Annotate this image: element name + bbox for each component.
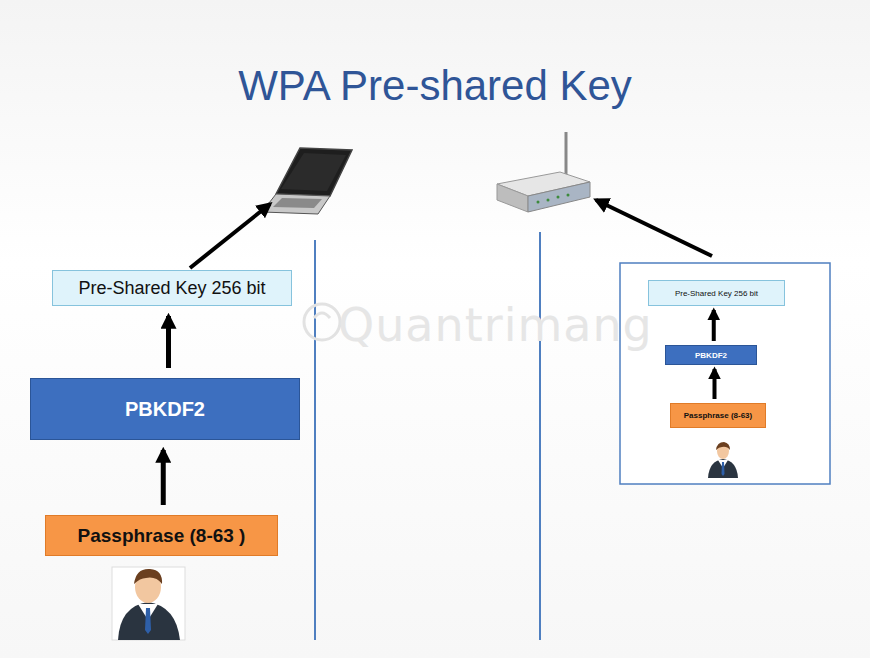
box-text: Passphrase (8-63 ) <box>78 525 246 547</box>
watermark-logo <box>304 304 340 340</box>
box-text: Passphrase (8-63) <box>684 411 752 420</box>
person-icon <box>112 567 185 640</box>
device-panel <box>620 263 830 484</box>
flow-arrow <box>161 450 166 505</box>
flow-arrow <box>166 316 171 368</box>
timeline-line <box>314 240 316 640</box>
input-box: Passphrase (8-63) <box>670 403 766 428</box>
watermark: Quantrimang <box>338 298 653 352</box>
key-box: Pre-Shared Key 256 bit <box>52 270 292 306</box>
diagram-title: WPA Pre-shared Key <box>0 62 870 110</box>
arrow-line <box>596 200 712 256</box>
laptop-icon <box>262 148 352 214</box>
box-text: PBKDF2 <box>695 351 727 360</box>
router-icon <box>497 132 590 212</box>
box-text: Pre-Shared Key 256 bit <box>675 289 758 298</box>
flow-arrow <box>712 310 716 341</box>
input-box: Passphrase (8-63 ) <box>45 515 278 556</box>
function-box: PBKDF2 <box>30 378 300 440</box>
box-text: PBKDF2 <box>125 398 205 421</box>
timeline-line <box>539 232 541 640</box>
flow-arrow <box>713 369 717 399</box>
function-box: PBKDF2 <box>665 345 757 365</box>
key-box: Pre-Shared Key 256 bit <box>648 280 785 306</box>
arrow-line <box>190 204 270 268</box>
box-text: Pre-Shared Key 256 bit <box>78 278 265 299</box>
person-icon <box>708 442 738 478</box>
